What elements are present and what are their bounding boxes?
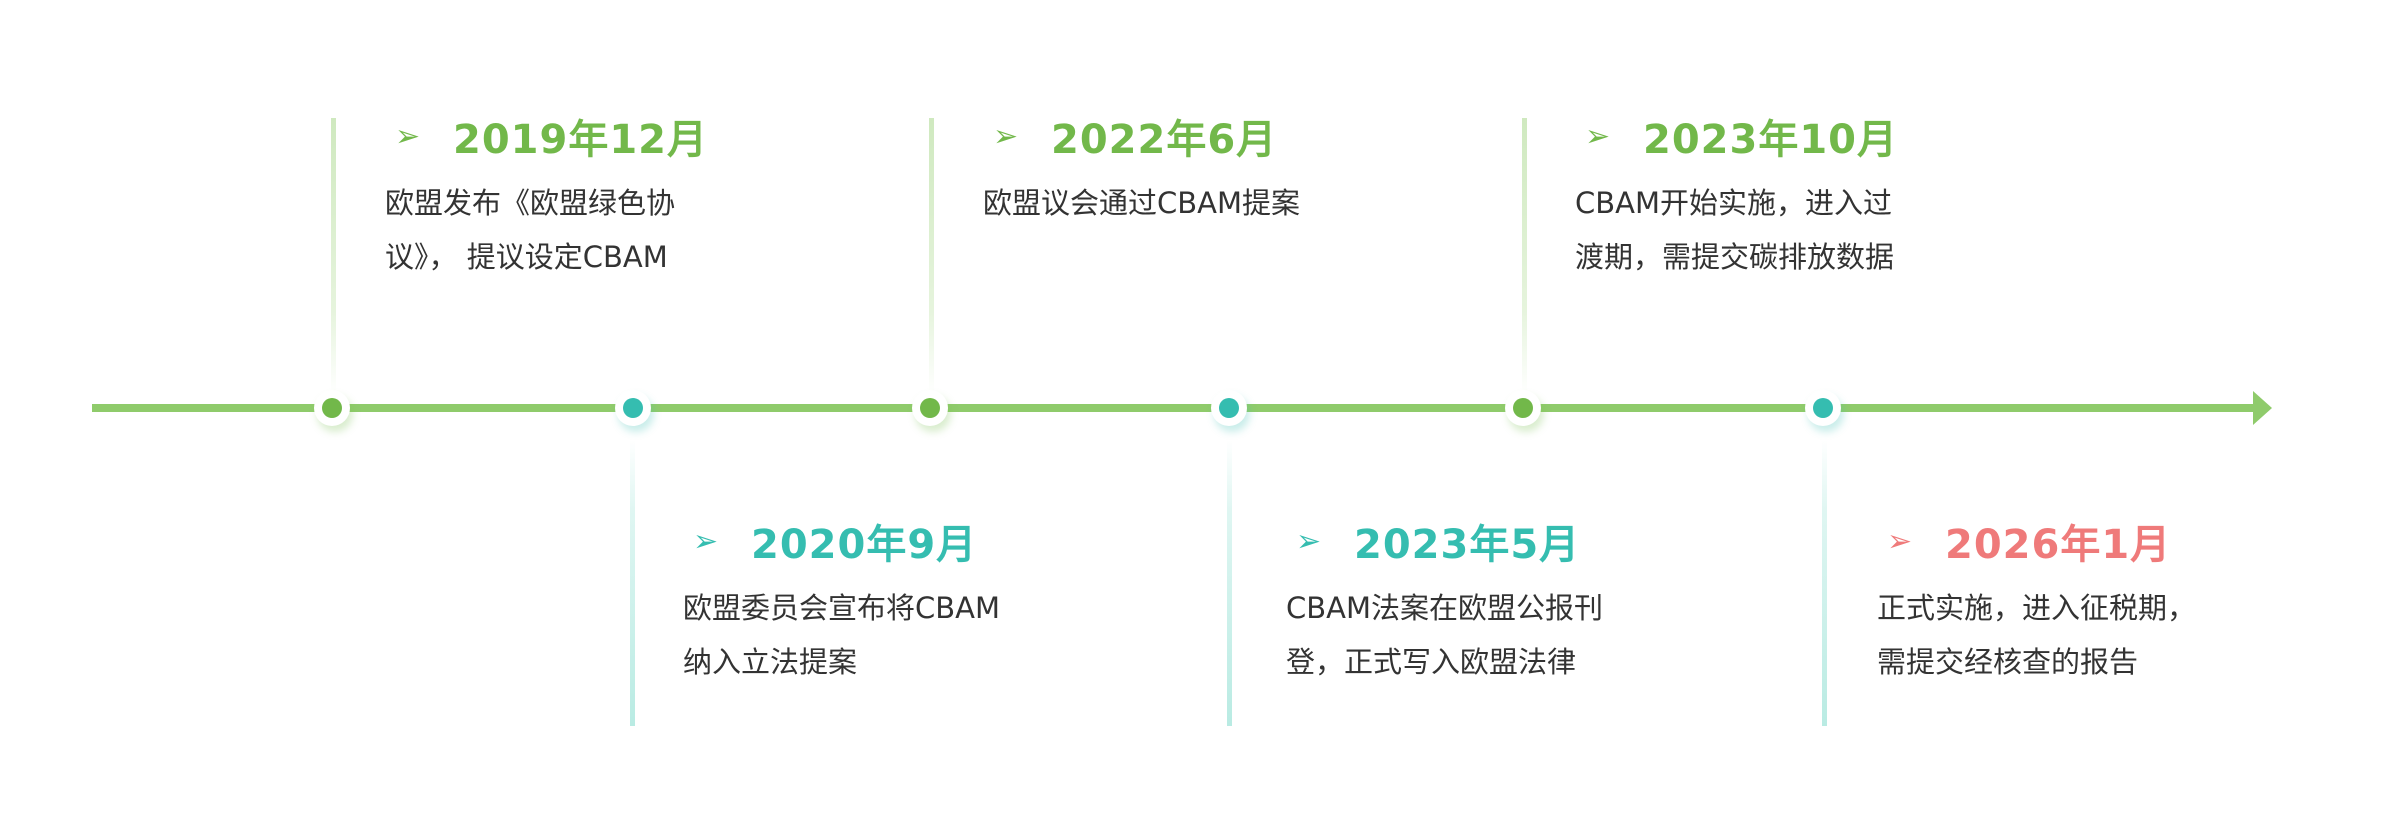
timeline-node-2 xyxy=(615,390,651,426)
node-dot-icon xyxy=(1219,398,1239,418)
event-description: CBAM开始实施，进入过 渡期，需提交碳排放数据 xyxy=(1575,176,1945,284)
arrowhead-icon: ➢ xyxy=(693,523,720,559)
arrowhead-icon: ➢ xyxy=(395,118,422,154)
connector-line-1 xyxy=(331,118,336,394)
event-date-text: 2019年12月 xyxy=(453,117,708,163)
event-description: 正式实施，进入征税期， 需提交经核查的报告 xyxy=(1877,581,2247,689)
event-date: ➢ 2019年12月 xyxy=(385,110,755,163)
desc-line: 纳入立法提案 xyxy=(683,645,858,679)
timeline-arrow-head-icon xyxy=(2253,391,2272,425)
timeline-node-1 xyxy=(314,390,350,426)
timeline-axis xyxy=(92,404,2255,412)
event-date-text: 2020年9月 xyxy=(751,522,978,568)
desc-line: 渡期，需提交碳排放数据 xyxy=(1575,240,1895,274)
event-date: ➢ 2026年1月 xyxy=(1877,515,2247,568)
event-date: ➢ 2023年5月 xyxy=(1286,515,1656,568)
event-card-2026-1: ➢ 2026年1月 正式实施，进入征税期， 需提交经核查的报告 xyxy=(1877,515,2247,689)
node-dot-icon xyxy=(623,398,643,418)
connector-line-3 xyxy=(929,118,934,394)
connector-line-4 xyxy=(1227,440,1232,726)
desc-line: 议》， 提议设定CBAM xyxy=(385,240,668,274)
event-date: ➢ 2022年6月 xyxy=(983,110,1353,163)
event-card-2020-9: ➢ 2020年9月 欧盟委员会宣布将CBAM 纳入立法提案 xyxy=(683,515,1053,689)
desc-line: 欧盟发布《欧盟绿色协 xyxy=(385,186,676,220)
event-description: CBAM法案在欧盟公报刊 登，正式写入欧盟法律 xyxy=(1286,581,1656,689)
event-date: ➢ 2020年9月 xyxy=(683,515,1053,568)
event-date-text: 2023年10月 xyxy=(1643,117,1898,163)
event-date: ➢ 2023年10月 xyxy=(1575,110,1945,163)
desc-line: 正式实施，进入征税期， xyxy=(1877,591,2197,625)
arrowhead-icon: ➢ xyxy=(1887,523,1914,559)
timeline-node-4 xyxy=(1211,390,1247,426)
node-dot-icon xyxy=(322,398,342,418)
event-description: 欧盟议会通过CBAM提案 xyxy=(983,176,1353,230)
desc-line: 欧盟委员会宣布将CBAM xyxy=(683,591,1001,625)
connector-line-2 xyxy=(630,440,635,726)
desc-line: 登，正式写入欧盟法律 xyxy=(1286,645,1577,679)
event-description: 欧盟发布《欧盟绿色协 议》， 提议设定CBAM xyxy=(385,176,755,284)
connector-line-5 xyxy=(1522,118,1527,394)
event-card-2022-6: ➢ 2022年6月 欧盟议会通过CBAM提案 xyxy=(983,110,1353,230)
timeline-node-6 xyxy=(1805,390,1841,426)
event-card-2023-5: ➢ 2023年5月 CBAM法案在欧盟公报刊 登，正式写入欧盟法律 xyxy=(1286,515,1656,689)
desc-line: CBAM法案在欧盟公报刊 xyxy=(1286,591,1604,625)
event-card-2019-12: ➢ 2019年12月 欧盟发布《欧盟绿色协 议》， 提议设定CBAM xyxy=(385,110,755,284)
desc-line: 欧盟议会通过CBAM提案 xyxy=(983,186,1301,220)
arrowhead-icon: ➢ xyxy=(1585,118,1612,154)
node-dot-icon xyxy=(920,398,940,418)
timeline-node-5 xyxy=(1505,390,1541,426)
timeline-node-3 xyxy=(912,390,948,426)
arrowhead-icon: ➢ xyxy=(1296,523,1323,559)
connector-line-6 xyxy=(1822,440,1827,726)
event-date-text: 2022年6月 xyxy=(1051,117,1278,163)
event-card-2023-10: ➢ 2023年10月 CBAM开始实施，进入过 渡期，需提交碳排放数据 xyxy=(1575,110,1945,284)
arrowhead-icon: ➢ xyxy=(993,118,1020,154)
node-dot-icon xyxy=(1813,398,1833,418)
event-description: 欧盟委员会宣布将CBAM 纳入立法提案 xyxy=(683,581,1053,689)
desc-line: CBAM开始实施，进入过 xyxy=(1575,186,1893,220)
node-dot-icon xyxy=(1513,398,1533,418)
desc-line: 需提交经核查的报告 xyxy=(1877,645,2139,679)
event-date-text: 2026年1月 xyxy=(1945,522,2172,568)
event-date-text: 2023年5月 xyxy=(1354,522,1581,568)
